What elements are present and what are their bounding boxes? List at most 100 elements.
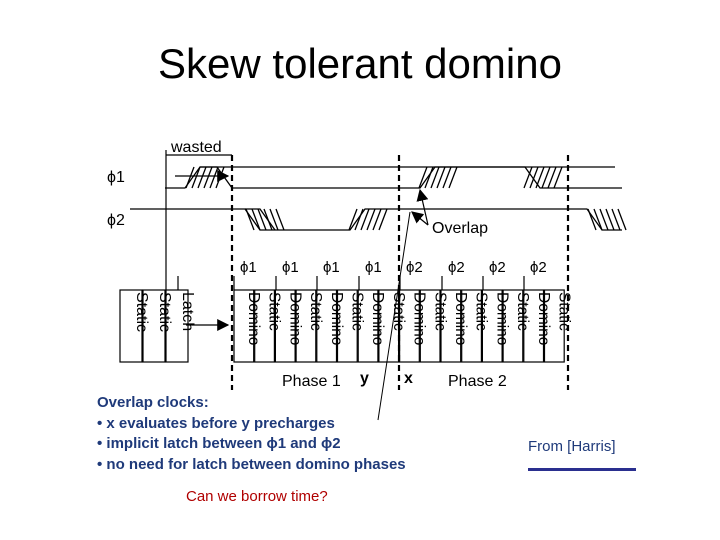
gate-label: Domino	[328, 292, 345, 345]
notes-heading: Overlap clocks:	[97, 394, 209, 411]
phi2-hatch	[263, 208, 273, 231]
gate-label: Domino	[369, 292, 386, 345]
question-text: Can we borrow time?	[186, 488, 328, 505]
phi1-hatch	[197, 166, 207, 189]
left-static-latch-blocks: Static Static Latch	[119, 289, 196, 363]
gate-box	[523, 289, 545, 363]
phi1-hatch	[185, 166, 195, 189]
gate-label: Static	[556, 292, 573, 331]
gate-box	[295, 289, 317, 363]
gate-box	[481, 289, 503, 363]
phi1-hatch	[535, 166, 545, 189]
pointer-line	[377, 211, 411, 421]
phi1-hatch	[424, 166, 434, 189]
gate-label: Static	[307, 292, 324, 331]
notes-bullet-1: • x evaluates before y precharges	[97, 414, 335, 432]
phi1-hatch	[203, 166, 213, 189]
gate-box	[336, 289, 358, 363]
gate-label: Domino	[452, 292, 469, 345]
phi2-hatch	[348, 208, 358, 231]
gate-label: Static	[431, 292, 448, 331]
phi2-hatch	[372, 208, 382, 231]
phi2-hatch	[360, 208, 370, 231]
phi2-hatch	[366, 208, 376, 231]
stage-clock-ticks	[177, 276, 525, 290]
phi1-hatch	[436, 166, 446, 189]
stage-clock-label: ϕ1	[365, 259, 382, 276]
gate-box	[316, 289, 338, 363]
phi1-hatch	[191, 166, 201, 189]
phi1-hatch	[547, 166, 557, 189]
gate-label: Static	[349, 292, 366, 331]
phi1-hatch	[523, 166, 533, 189]
gate-box	[440, 289, 462, 363]
stage-clock-label: ϕ2	[530, 259, 547, 276]
node-x-label: x	[404, 370, 413, 387]
phi2-transition-hatches	[245, 208, 627, 231]
phi2-clock-label: ϕ2	[107, 212, 125, 229]
gate-label: Static	[266, 292, 283, 331]
source-citation: From [Harris]	[528, 438, 616, 455]
overlap-label: Overlap	[432, 220, 488, 237]
phi1-hatch	[553, 166, 563, 189]
gate-box	[461, 289, 483, 363]
phi2-hatch	[245, 208, 255, 231]
phi2-hatch	[593, 208, 603, 231]
phi2-hatch	[269, 208, 279, 231]
notes-bullet-3: • no need for latch between domino phase…	[97, 455, 406, 473]
gate-box	[254, 289, 275, 363]
phi2-hatch	[605, 208, 615, 231]
gate-box	[543, 289, 565, 363]
phi2-hatch	[617, 208, 627, 231]
phase2-label: Phase 2	[448, 373, 507, 390]
gate-box	[357, 289, 379, 363]
phi2-hatch	[611, 208, 621, 231]
gate-label: Domino	[493, 292, 510, 345]
phi2-hatch	[354, 208, 364, 231]
phi1-hatch	[529, 166, 539, 189]
left-block-label: Static	[156, 292, 173, 332]
stage-clock-label: ϕ2	[406, 259, 423, 276]
stage-clock-label: ϕ1	[323, 259, 340, 276]
phi1-hatch	[448, 166, 458, 189]
overlap-arrow-2	[411, 211, 429, 226]
phi1-hatch	[209, 166, 219, 189]
left-block-label: Latch	[179, 292, 196, 331]
slide-title: Skew tolerant domino	[158, 40, 562, 87]
phi2-hatch	[599, 208, 609, 231]
wasted-label: wasted	[170, 139, 222, 156]
gate-label: Domino	[535, 292, 552, 345]
left-block-box	[119, 289, 143, 363]
phi2-hatch	[275, 208, 285, 231]
phi2-hatch	[257, 208, 267, 231]
gate-box	[419, 289, 441, 363]
stage-clock-label: ϕ1	[282, 259, 299, 276]
phi2-hatch	[587, 208, 597, 231]
notes-bullet-2: • implicit latch between ϕ1 and ϕ2	[97, 435, 341, 452]
stage-clock-label: ϕ2	[489, 259, 506, 276]
phi1-hatch	[442, 166, 452, 189]
phi1-hatch	[430, 166, 440, 189]
gate-label: Domino	[411, 292, 428, 345]
left-block-label: Static	[133, 292, 150, 332]
phi1-hatch	[418, 166, 428, 189]
phi2-hatch	[378, 208, 388, 231]
gate-label: Static	[390, 292, 407, 331]
phi2-waveform	[130, 208, 622, 231]
gate-box	[502, 289, 524, 363]
gate-label: Static	[473, 292, 490, 331]
overlap-notes: Overlap clocks: • x evaluates before y p…	[97, 393, 406, 475]
left-block-box	[165, 289, 189, 363]
gate-box	[378, 289, 400, 363]
gate-label: Domino	[245, 292, 262, 345]
phi1-hatch	[541, 166, 551, 189]
phi1-clock-label: ϕ1	[107, 169, 125, 186]
gate-label: Static	[514, 292, 531, 331]
overlap-arrow-1	[416, 188, 429, 226]
phi2-hatch	[251, 208, 261, 231]
stage-clock-label: ϕ2	[448, 259, 465, 276]
gate-label: Domino	[286, 292, 303, 345]
